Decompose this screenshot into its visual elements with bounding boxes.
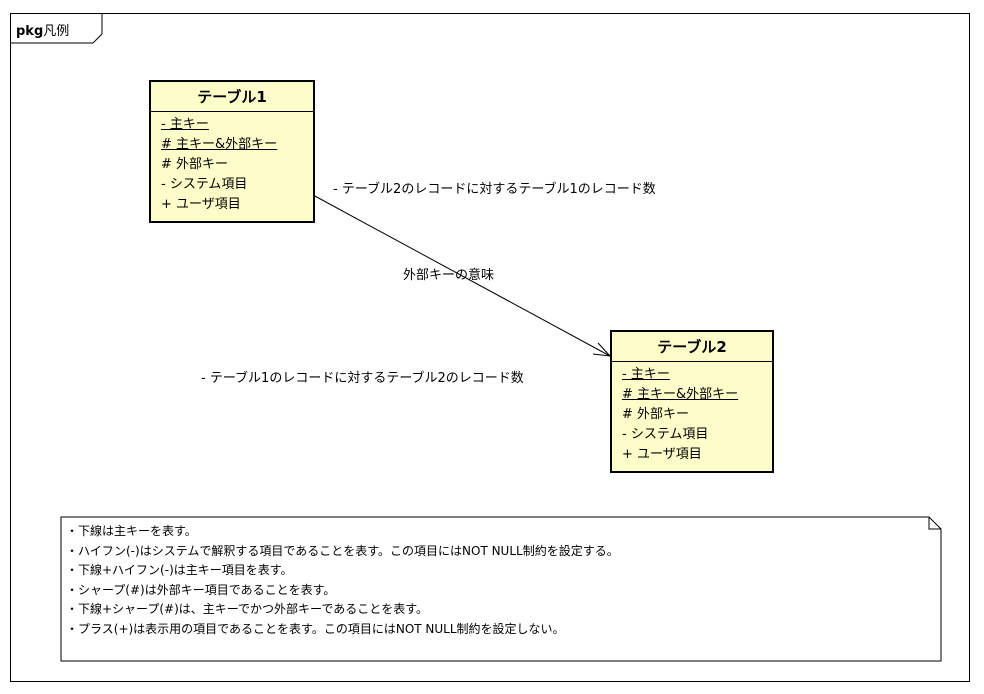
package-name: 凡例 [43, 24, 70, 39]
legend-note-text: ・下線は主キーを表す。 ・ハイフン(-)はシステムで解釈する項目であることを表す… [66, 522, 619, 639]
attribute-user: + ユーザ項目 [622, 447, 702, 462]
attribute-primary-key: - 主キー [622, 367, 670, 382]
note-line: ・プラス(+)は表示用の項目であることを表す。この項目にはNOT NULL制約を… [66, 621, 565, 636]
note-line: ・ハイフン(-)はシステムで解釈する項目であることを表す。この項目にはNOT N… [66, 543, 619, 558]
package-tab-label: pkg凡例 [16, 20, 69, 39]
attribute-user: + ユーザ項目 [161, 197, 241, 212]
attribute-system: - システム項目 [622, 427, 709, 442]
entity-title: テーブル2 [612, 332, 772, 362]
attribute-foreign-key: # 外部キー [622, 407, 690, 422]
note-fold [928, 517, 941, 530]
entity-attributes: - 主キー # 主キー&外部キー # 外部キー - システム項目 + ユーザ項目 [612, 362, 772, 465]
package-tab-outline [10, 13, 103, 44]
entity-title: テーブル1 [151, 82, 313, 112]
attribute-primary-key: - 主キー [161, 117, 209, 132]
note-line: ・下線+ハイフン(-)は主キー項目を表す。 [66, 563, 293, 577]
association-line [312, 194, 611, 357]
multiplicity-end2[interactable]: - テーブル1のレコードに対するテーブル2のレコード数 [201, 371, 524, 386]
note-line: ・下線は主キーを表す。 [66, 524, 197, 538]
package-keyword: pkg [16, 24, 44, 39]
attribute-system: - システム項目 [161, 177, 248, 192]
multiplicity-end1[interactable]: - テーブル2のレコードに対するテーブル1のレコード数 [333, 182, 656, 197]
package-frame [10, 13, 970, 682]
note-line: ・シャープ(#)は外部キー項目であることを表す。 [66, 582, 336, 597]
entity-table2[interactable]: テーブル2 - 主キー # 主キー&外部キー # 外部キー - システム項目 +… [610, 330, 774, 473]
attribute-primary-foreign-key: # 主キー&外部キー [622, 387, 739, 402]
attribute-foreign-key: # 外部キー [161, 157, 229, 172]
note-outline [60, 516, 942, 662]
entity-table1[interactable]: テーブル1 - 主キー # 主キー&外部キー # 外部キー - システム項目 +… [149, 80, 315, 223]
association-name[interactable]: 外部キーの意味 [403, 268, 495, 283]
attribute-primary-foreign-key: # 主キー&外部キー [161, 137, 278, 152]
note-line: ・下線+シャープ(#)は、主キーでかつ外部キーであることを表す。 [66, 602, 428, 616]
entity-attributes: - 主キー # 主キー&外部キー # 外部キー - システム項目 + ユーザ項目 [151, 112, 313, 215]
